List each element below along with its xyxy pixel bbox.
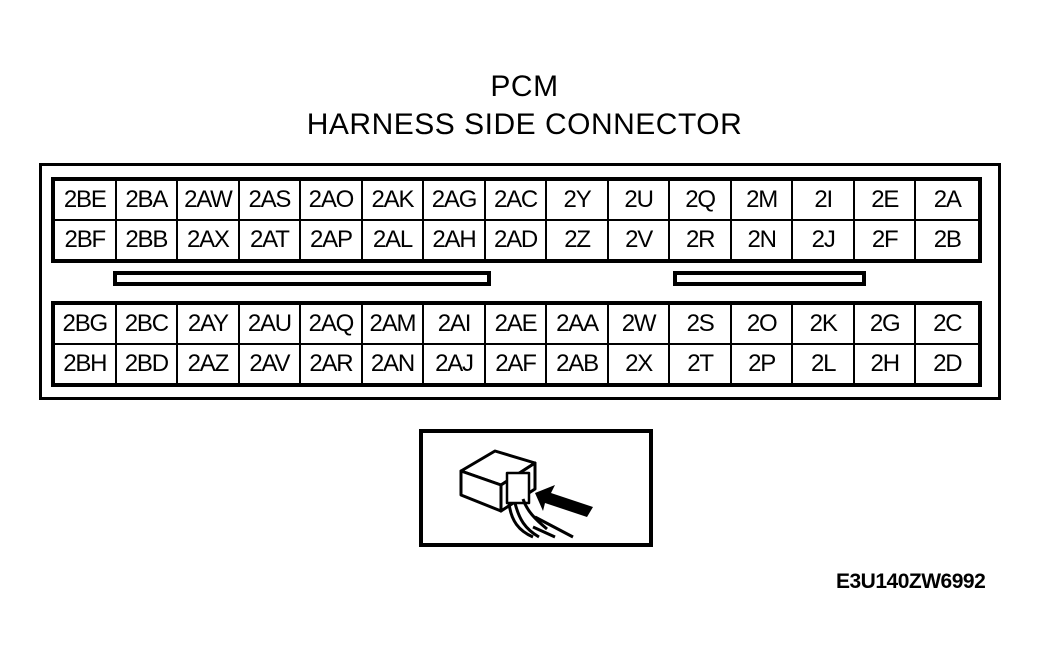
pin-2u: 2U xyxy=(608,181,671,220)
pin-2av: 2AV xyxy=(239,344,302,383)
pin-2p: 2P xyxy=(731,344,794,383)
pin-2ak: 2AK xyxy=(362,181,425,220)
pin-2aj: 2AJ xyxy=(424,344,486,383)
pin-2ao: 2AO xyxy=(301,181,363,220)
pin-2r: 2R xyxy=(670,220,732,259)
pin-2ab: 2AB xyxy=(547,344,609,383)
pin-2ai: 2AI xyxy=(424,305,486,344)
pin-2b: 2B xyxy=(916,220,978,259)
pin-2a: 2A xyxy=(916,181,978,220)
pin-2c: 2C xyxy=(916,305,978,344)
pin-2l: 2L xyxy=(793,344,855,383)
pin-2j: 2J xyxy=(793,220,855,259)
pin-2ba: 2BA xyxy=(116,181,179,220)
connector-outline xyxy=(39,163,1001,400)
figure-code: E3U140ZW6992 xyxy=(836,570,986,593)
pin-2ae: 2AE xyxy=(485,305,548,344)
pin-2g: 2G xyxy=(854,305,917,344)
pin-2e: 2E xyxy=(854,181,917,220)
probe-inset-box xyxy=(419,429,653,547)
pin-2ar: 2AR xyxy=(301,344,363,383)
pin-2al: 2AL xyxy=(362,220,425,259)
diagram-title-connector: HARNESS SIDE CONNECTOR xyxy=(306,108,743,141)
pin-2n: 2N xyxy=(731,220,794,259)
pin-2z: 2Z xyxy=(547,220,609,259)
pin-2f: 2F xyxy=(854,220,917,259)
pin-2be: 2BE xyxy=(55,181,117,220)
pin-2ac: 2AC xyxy=(485,181,548,220)
pin-2h: 2H xyxy=(854,344,917,383)
pin-2ax: 2AX xyxy=(178,220,240,259)
connector-key-slot-right xyxy=(673,271,866,286)
pin-2k: 2K xyxy=(793,305,855,344)
pin-2ag: 2AG xyxy=(424,181,486,220)
connector-probe-icon xyxy=(459,449,593,539)
pin-2t: 2T xyxy=(670,344,732,383)
pin-2m: 2M xyxy=(731,181,794,220)
pin-2bh: 2BH xyxy=(55,344,117,383)
pin-2bg: 2BG xyxy=(55,305,117,344)
pin-2bc: 2BC xyxy=(116,305,179,344)
pin-2d: 2D xyxy=(916,344,978,383)
diagram-title-pcm: PCM xyxy=(490,70,559,103)
pin-2ah: 2AH xyxy=(424,220,486,259)
pin-2af: 2AF xyxy=(485,344,548,383)
pin-2w: 2W xyxy=(608,305,671,344)
pin-2an: 2AN xyxy=(362,344,425,383)
pin-2aw: 2AW xyxy=(178,181,240,220)
pin-2v: 2V xyxy=(608,220,671,259)
pin-2au: 2AU xyxy=(239,305,302,344)
pin-2q: 2Q xyxy=(670,181,732,220)
pin-2as: 2AS xyxy=(239,181,302,220)
pin-2x: 2X xyxy=(608,344,671,383)
pin-2i: 2I xyxy=(793,181,855,220)
pin-2at: 2AT xyxy=(239,220,302,259)
pin-2s: 2S xyxy=(670,305,732,344)
pin-2bf: 2BF xyxy=(55,220,117,259)
pin-2aa: 2AA xyxy=(547,305,609,344)
pin-2y: 2Y xyxy=(547,181,609,220)
pin-2ap: 2AP xyxy=(301,220,363,259)
pin-2ad: 2AD xyxy=(485,220,548,259)
pin-2o: 2O xyxy=(731,305,794,344)
pin-2am: 2AM xyxy=(362,305,425,344)
connector-key-slot-left xyxy=(113,271,491,286)
pin-2aq: 2AQ xyxy=(301,305,363,344)
pin-2az: 2AZ xyxy=(178,344,240,383)
pin-2bb: 2BB xyxy=(116,220,179,259)
pin-2ay: 2AY xyxy=(178,305,240,344)
pin-2bd: 2BD xyxy=(116,344,179,383)
